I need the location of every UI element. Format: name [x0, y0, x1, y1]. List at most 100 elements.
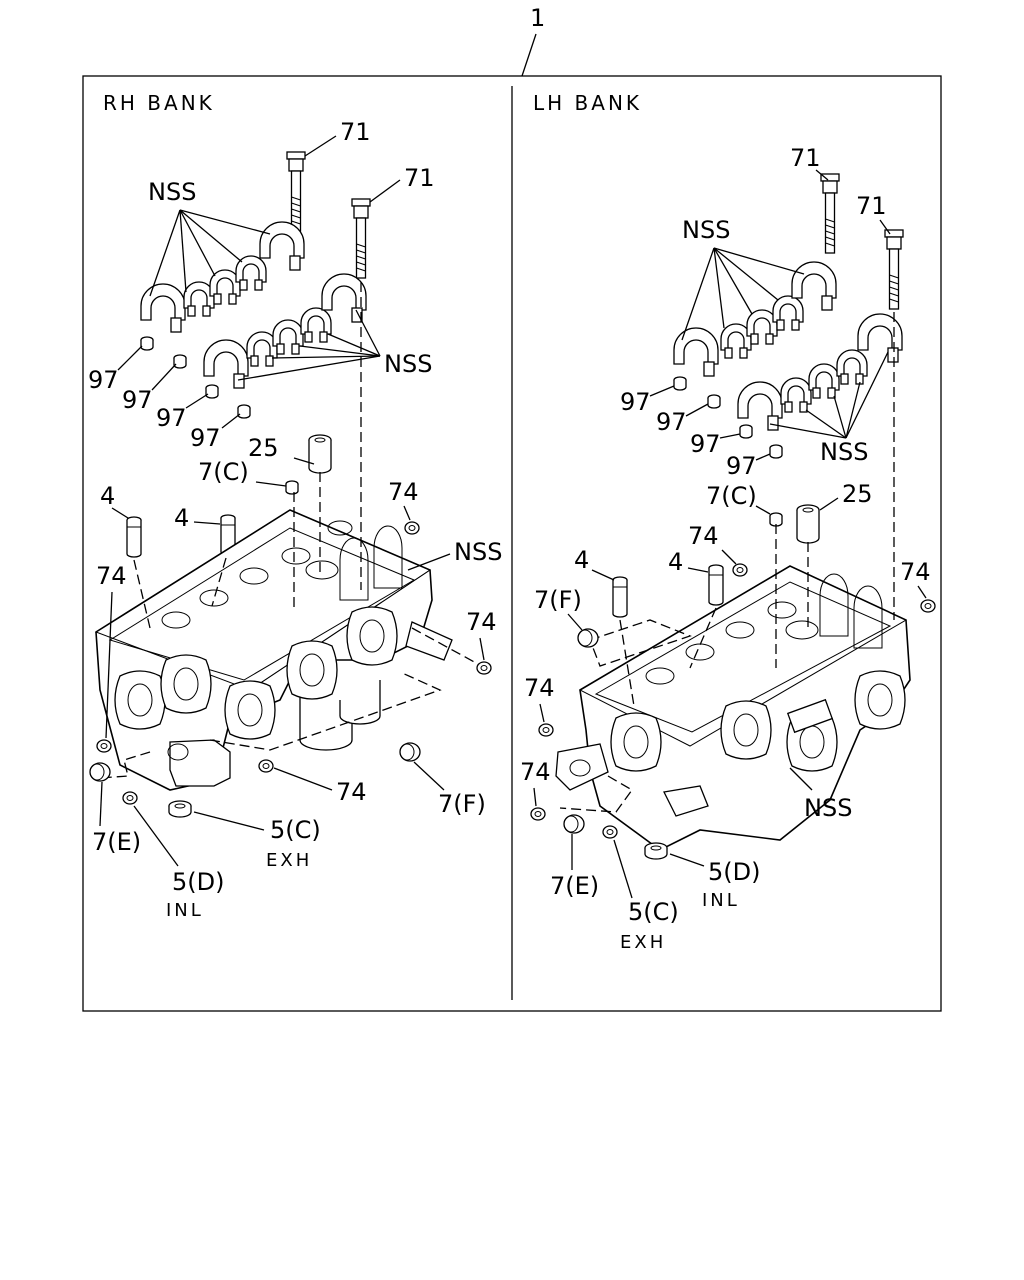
lh-label-97-b: 97 [656, 408, 687, 436]
rh-pin-4-a [126, 516, 142, 558]
rh-cam-cap-5 [259, 221, 305, 271]
rh-bank-panel: RH BANK 71 71 NSS NSS [88, 91, 502, 921]
rh-label-7f: 7(F) [438, 790, 486, 818]
lh-label-nss-caps-bottom: NSS [820, 438, 868, 466]
lh-sleeve-25 [796, 504, 820, 544]
diagram-frame [82, 75, 942, 1012]
rh-label-74-d: 74 [336, 778, 367, 806]
rh-sleeve-25 [308, 434, 332, 474]
lh-plug-97-d [769, 444, 783, 459]
lh-cylinder-head [555, 565, 911, 851]
rh-label-97-a: 97 [88, 366, 119, 394]
lh-label-74-c: 74 [524, 674, 555, 702]
rh-cam-cap-1 [140, 283, 186, 333]
lh-label-nss-caps-top: NSS [682, 216, 730, 244]
rh-port-4 [286, 640, 338, 700]
lh-cam-cap-4 [772, 295, 804, 331]
lh-cam-cap-10 [857, 313, 903, 363]
rh-label-97-c: 97 [156, 404, 187, 432]
lh-label-5c: 5(C) [628, 898, 679, 926]
rh-label-5d: 5(D) [172, 868, 224, 896]
rh-label-7e: 7(E) [92, 828, 141, 856]
lh-port-1 [610, 712, 662, 772]
rh-plug-97-a [140, 336, 154, 351]
rh-port-3 [224, 680, 276, 740]
rh-label-4-a: 4 [100, 482, 115, 510]
lh-label-5d-sub: INL [702, 890, 740, 911]
rh-plug-7e [89, 762, 111, 782]
rh-label-74-c: 74 [96, 562, 127, 590]
rh-label-97-d: 97 [190, 424, 221, 452]
lh-plug-74-a [732, 563, 748, 577]
lh-pin-4-b [708, 564, 724, 606]
lh-label-71-b: 71 [856, 192, 887, 220]
lh-port-4 [854, 670, 906, 730]
lh-label-25: 25 [842, 480, 873, 508]
lh-bolt-71-b [884, 229, 904, 310]
rh-port-5 [346, 606, 398, 666]
rh-port-1 [114, 670, 166, 730]
rh-label-nss-caps-top: NSS [148, 178, 196, 206]
lh-label-74-d: 74 [520, 758, 551, 786]
rh-label-4-b: 4 [174, 504, 189, 532]
rh-label-5c: 5(C) [270, 816, 321, 844]
lh-plug-7f [577, 628, 599, 648]
rh-label-97-b: 97 [122, 386, 153, 414]
lh-label-5c-sub: EXH [620, 932, 666, 953]
rh-plug-74-b [476, 661, 492, 675]
lh-label-5d: 5(D) [708, 858, 760, 886]
rh-cam-cap-6 [203, 339, 249, 389]
lh-bank-panel: LH BANK 71 71 NSS NSS [520, 91, 936, 953]
assembly-leader [521, 33, 537, 77]
rh-label-nss-caps-bottom: NSS [384, 350, 432, 378]
rh-plug-7c [285, 480, 299, 495]
rh-plug-7f [399, 742, 421, 762]
lh-label-74-b: 74 [900, 558, 931, 586]
rh-label-71-a: 71 [340, 118, 371, 146]
lh-label-71-a: 71 [790, 144, 821, 172]
lh-plug-7e [563, 814, 585, 834]
rh-label-25: 25 [248, 434, 279, 462]
lh-plug-97-c [739, 424, 753, 439]
lh-label-97-c: 97 [690, 430, 721, 458]
rh-seat-5c [168, 800, 192, 818]
rh-label-5d-sub: INL [166, 900, 204, 921]
rh-seat-5d [122, 791, 138, 805]
lh-plug-74-c [538, 723, 554, 737]
rh-label-74-a: 74 [388, 478, 419, 506]
rh-bolt-71-a [286, 151, 306, 232]
lh-seat-5c [602, 825, 618, 839]
rh-bolt-71-b [351, 198, 371, 279]
assembly-callout: 1 [530, 4, 545, 32]
lh-label-7e: 7(E) [550, 872, 599, 900]
lh-label-97-d: 97 [726, 452, 757, 480]
lh-cam-cap-8 [808, 363, 840, 399]
rh-bank-title: RH BANK [103, 91, 215, 115]
lh-pin-4-a [612, 576, 628, 618]
lh-seat-5d [644, 842, 668, 860]
rh-plug-97-b [173, 354, 187, 369]
rh-label-nss-head: NSS [454, 538, 502, 566]
rh-plug-97-d [237, 404, 251, 419]
rh-plug-97-c [205, 384, 219, 399]
lh-label-4-b: 4 [668, 548, 683, 576]
rh-label-7c: 7(C) [198, 458, 249, 486]
lh-label-4-a: 4 [574, 546, 589, 574]
lh-cam-cap-6 [737, 381, 783, 431]
lh-plug-97-b [707, 394, 721, 409]
rh-port-2 [160, 654, 212, 714]
lh-label-74-a: 74 [688, 522, 719, 550]
rh-cam-cap-8 [272, 319, 304, 355]
lh-cam-cap-9 [836, 349, 868, 385]
rh-label-5c-sub: EXH [266, 850, 312, 871]
lh-plug-97-a [673, 376, 687, 391]
rh-cam-cap-9 [300, 307, 332, 343]
rh-label-71-b: 71 [404, 164, 435, 192]
lh-label-7c: 7(C) [706, 482, 757, 510]
lh-plug-74-d [530, 807, 546, 821]
lh-label-7f: 7(F) [534, 586, 582, 614]
rh-plug-74-c [96, 739, 112, 753]
rh-label-74-b: 74 [466, 608, 497, 636]
lh-bank-title: LH BANK [533, 91, 642, 115]
lh-cam-cap-1 [673, 327, 719, 377]
